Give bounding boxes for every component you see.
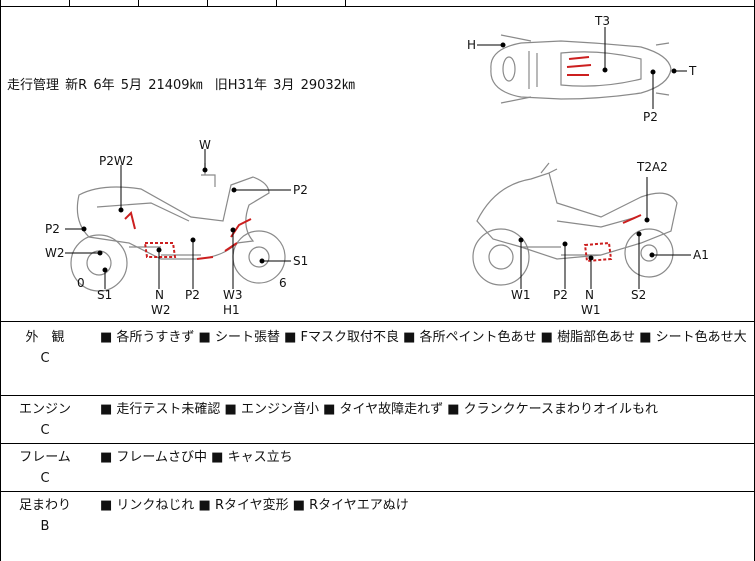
section-frame-grade: C <box>40 471 50 486</box>
section-engine-text: ■ 走行テスト未確認 ■ エンジン音小 ■ タイヤ故障走れず ■ クランクケース… <box>100 402 659 417</box>
left-label-w2-left: W2 <box>45 246 65 260</box>
section-exterior-label: 外 観 C <box>1 330 89 367</box>
section-suspension-name: 足まわり <box>18 498 71 513</box>
header-cell <box>277 0 346 6</box>
section-engine-label: エンジン C <box>1 402 89 439</box>
damage-diagram-area: 走行管理 新R 6年 5月 21409㎞ 旧H31年 3月 29032㎞ <box>1 7 754 322</box>
right-view-callouts <box>518 177 691 289</box>
left-view-damage-marks <box>124 211 252 260</box>
mileage-old-month: 3月 <box>273 78 295 93</box>
scooter-diagrams: H T3 T P2 <box>45 14 709 317</box>
top-label-t3: T3 <box>594 14 610 28</box>
section-suspension-text: ■ リンクねじれ ■ Rタイヤ変形 ■ Rタイヤエアぬけ <box>100 498 409 513</box>
header-cell <box>139 0 208 6</box>
left-label-zero: 0 <box>77 276 85 290</box>
right-label-a1: A1 <box>693 248 709 262</box>
mileage-new-month: 5月 <box>120 78 143 93</box>
section-engine: エンジン C ■ 走行テスト未確認 ■ エンジン音小 ■ タイヤ故障走れず ■ … <box>1 396 754 444</box>
section-exterior-grade: C <box>40 351 50 366</box>
right-label-p2-bottom: P2 <box>553 288 568 302</box>
section-exterior-name: 外 観 <box>25 330 65 345</box>
left-view-callouts <box>65 149 291 289</box>
left-view-scooter <box>70 163 286 292</box>
header-cell <box>70 0 139 6</box>
section-engine-name: エンジン <box>18 402 71 417</box>
top-label-h: H <box>467 38 476 52</box>
mileage-new-label: 新R <box>65 78 88 93</box>
section-frame-text: ■ フレームさび中 ■ キャス立ち <box>100 450 293 465</box>
mileage-record: 走行管理 新R 6年 5月 21409㎞ 旧H31年 3月 29032㎞ <box>7 74 357 93</box>
section-suspension: 足まわり B ■ リンクねじれ ■ Rタイヤ変形 ■ Rタイヤエアぬけ <box>1 492 754 561</box>
right-view-damage-marks <box>583 214 642 263</box>
mileage-old-km: 29032㎞ <box>300 78 355 93</box>
header-cell <box>208 0 277 6</box>
right-label-n: N <box>585 288 594 302</box>
section-exterior: 外 観 C ■ 各所うすきず ■ シート張替 ■ Fマスク取付不良 ■ 各所ペイ… <box>1 322 754 396</box>
section-engine-grade: C <box>40 423 50 438</box>
left-label-h1: H1 <box>223 303 240 317</box>
header-strip <box>1 0 754 7</box>
top-label-p2: P2 <box>643 110 658 124</box>
left-label-p2-right: P2 <box>293 183 308 197</box>
left-label-s1-bottom: S1 <box>97 288 112 302</box>
mileage-new-year: 6年 <box>93 78 115 93</box>
left-label-p2w2: P2W2 <box>99 154 133 168</box>
right-label-s2: S2 <box>631 288 646 302</box>
section-frame-name: フレーム <box>19 450 71 465</box>
section-frame-label: フレーム C <box>1 450 89 487</box>
right-view-scooter <box>472 162 678 286</box>
mileage-old-label: 旧H31年 <box>214 78 268 93</box>
left-label-s1-right: S1 <box>293 254 308 268</box>
left-label-n: N <box>155 288 164 302</box>
header-cell <box>1 0 70 6</box>
left-label-w3: W3 <box>223 288 243 302</box>
top-view-scooter <box>490 34 672 104</box>
right-label-w1-bottom: W1 <box>511 288 531 302</box>
top-view-damage-marks <box>566 56 592 76</box>
section-suspension-grade: B <box>40 519 50 534</box>
section-exterior-text: ■ 各所うすきず ■ シート張替 ■ Fマスク取付不良 ■ 各所ペイント色あせ … <box>100 330 747 345</box>
right-label-t2a2: T2A2 <box>636 160 668 174</box>
left-label-w: W <box>199 138 211 152</box>
section-frame: フレーム C ■ フレームさび中 ■ キャス立ち <box>1 444 754 492</box>
left-label-six: 6 <box>279 276 287 290</box>
left-label-p2-left: P2 <box>45 222 60 236</box>
right-label-w1-n: W1 <box>581 303 601 317</box>
mileage-new-km: 21409㎞ <box>148 78 203 93</box>
mileage-label: 走行管理 <box>7 78 60 93</box>
top-view-callouts <box>477 27 687 109</box>
top-label-t: T <box>688 64 697 78</box>
left-label-w2-bottom: W2 <box>151 303 171 317</box>
left-label-p2-bottom: P2 <box>185 288 200 302</box>
section-suspension-label: 足まわり B <box>1 498 89 535</box>
